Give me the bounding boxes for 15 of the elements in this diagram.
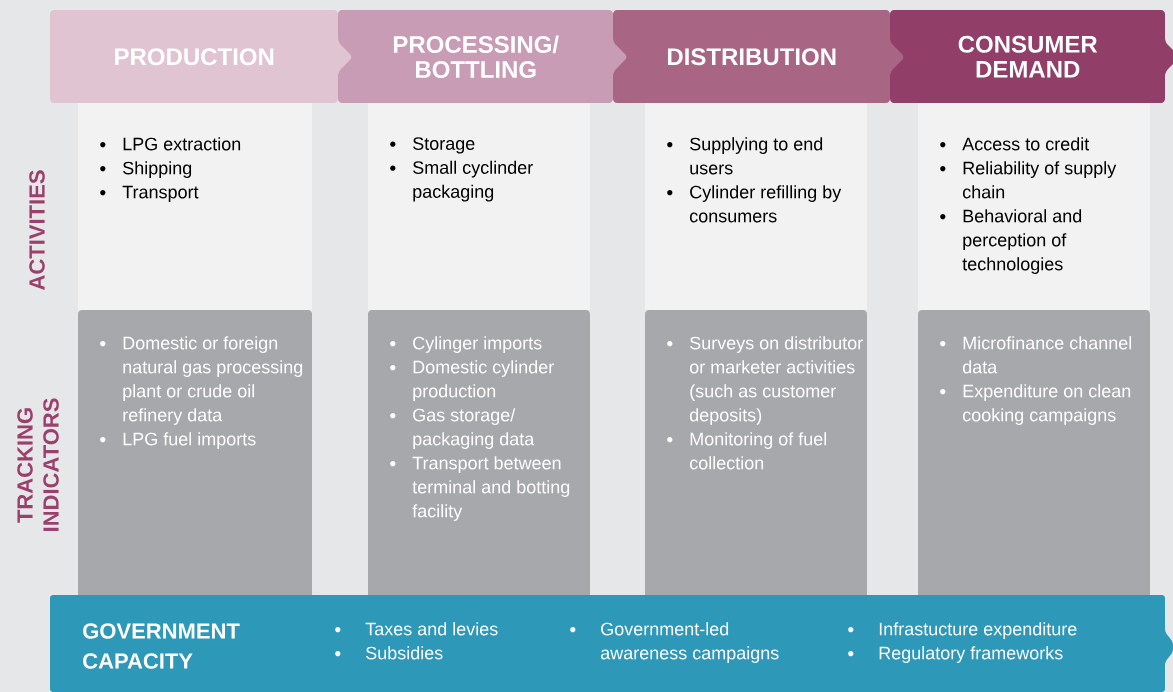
capacity-banner: GOVERNMENT CAPACITY Taxes and levies Subsidies Government-led awareness campaigns Infrastucture expenditure Regulatory frameworks [50, 595, 1173, 692]
activity-card: Access to credit Reliability of supply chain Behavioral and perception of technologies [918, 103, 1150, 310]
activity-card: Supplying to end users Cylinder refilling by consumers [645, 103, 867, 310]
indicator-card: Surveys on distributor or marketer activities (such as customer deposits) Monitoring of fuel collection [645, 310, 867, 600]
indicator-card: Domestic or foreign natural gas processing plant or crude oil refinery data LPG fuel imports [78, 310, 312, 600]
activity-card: Storage Small cyclinder packaging [368, 103, 590, 310]
indicator-card: Microfinance channel data Expenditure on clean cooking campaigns [918, 310, 1150, 600]
row-label: ACTIVITIES [29, 170, 45, 290]
activity-card: LPG extraction Shipping Transport [78, 103, 312, 310]
chevron-banner: PRODUCTION [50, 10, 352, 103]
indicator-card: Cylinger imports Domestic cylinder production Gas storage/ packaging data Transport between terminal and botting facility [368, 310, 590, 600]
chevron-banner: CONSUMER DEMAND [890, 10, 1173, 103]
chevron-banner: DISTRIBUTION [613, 10, 904, 103]
row-label: TRACKING INDICATORS [17, 398, 59, 531]
chevron-banner: PROCESSING/ BOTTLING [338, 10, 627, 103]
